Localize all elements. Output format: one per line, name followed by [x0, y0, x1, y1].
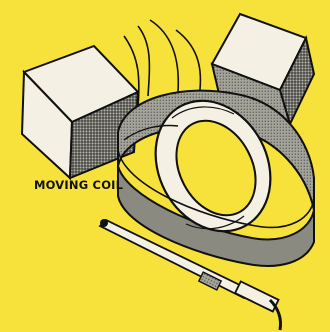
moving-coil-label: MOVING COIL [34, 178, 123, 192]
